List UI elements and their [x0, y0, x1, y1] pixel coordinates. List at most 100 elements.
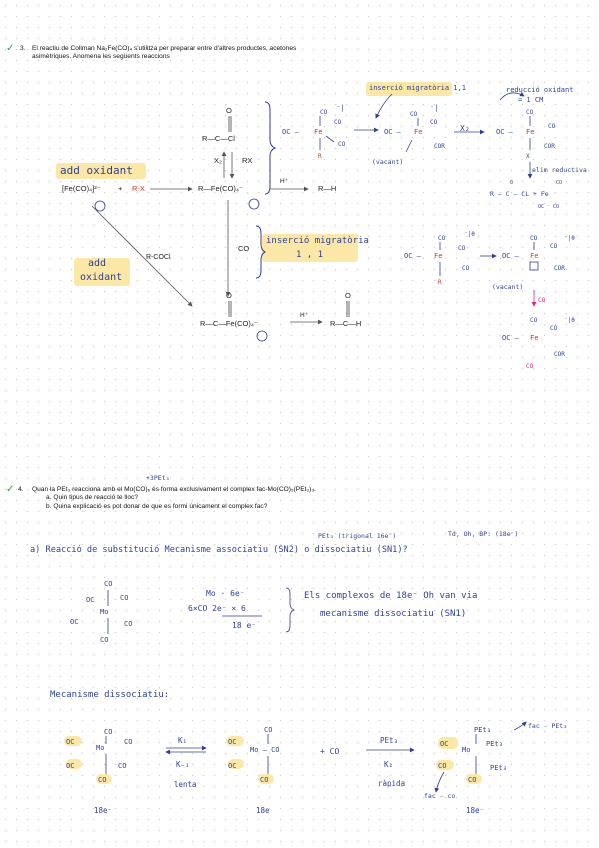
svg-text:CO: CO	[438, 235, 446, 242]
note-lenta: lenta	[174, 780, 197, 789]
svg-text:CO: CO	[548, 123, 556, 130]
scheme-oxygen-top: O	[226, 106, 232, 115]
svg-text:CO: CO	[124, 738, 132, 746]
q3-check-mark: ✓	[6, 43, 15, 54]
svg-text:O: O	[510, 180, 513, 186]
svg-text:COR: COR	[554, 351, 565, 358]
svg-text:X: X	[526, 153, 530, 160]
svg-text:OC —: OC —	[502, 334, 520, 342]
svg-text:Fe: Fe	[530, 334, 538, 342]
scheme-rcocl: R-COCl	[146, 254, 171, 261]
note-electron-l2: 6×CO 2e⁻ × 6	[188, 604, 246, 613]
note-conclusion-l1: Els complexos de 18e⁻ Oh van via	[304, 591, 478, 601]
svg-text:CO: CO	[334, 119, 342, 126]
note-pet3-arrow: PEt₃	[380, 736, 399, 745]
q4-text-line1: Quan la PEt₃ reacciona amb el Mo(CO)₆ és…	[32, 486, 316, 493]
highlight-oc-5	[438, 737, 458, 749]
svg-text:CO: CO	[120, 594, 128, 602]
note-pet3-trigonal: PEt₃ (trigonal 16e⁻)	[318, 532, 397, 540]
note-add-oxidant: add oxidant	[60, 164, 133, 177]
note-eq-1cm: = 1 CM	[518, 96, 544, 104]
svg-text:CO: CO	[104, 580, 112, 588]
scheme-rx-label: RX	[242, 156, 253, 165]
svg-text:PEt₃: PEt₃	[490, 764, 507, 772]
note-reduccio-oxidant: reducció oxidant	[506, 86, 574, 94]
svg-text:Fe: Fe	[414, 128, 422, 136]
arrow-reagent-diagonal	[91, 205, 193, 307]
q3-text-line2: asimètriques. Anomena les següents reacc…	[32, 53, 170, 60]
svg-text:⁻|: ⁻|	[336, 104, 344, 112]
svg-text:PEt₃: PEt₃	[486, 740, 503, 748]
svg-text:CO: CO	[526, 363, 534, 370]
note-k2: K₂	[384, 760, 394, 769]
scheme-co-label: CO	[238, 244, 250, 253]
note-plus-co: + CO	[320, 747, 340, 756]
scheme-x2-label: X₂	[214, 156, 222, 165]
svg-text:COR: COR	[544, 143, 555, 150]
note-conclusion-l2: mecanisme dissociatiu (SN1)	[320, 609, 467, 619]
svg-text:CO: CO	[104, 728, 112, 736]
scheme-alkyl-fe: R—Fe(CO)₄⁻	[198, 184, 243, 193]
svg-text:Mo: Mo	[462, 746, 470, 754]
svg-text:⁻|θ: ⁻|θ	[564, 235, 575, 242]
svg-text:CO: CO	[526, 109, 534, 116]
note-vacant2: (vacant)	[492, 283, 524, 291]
svg-text:CO: CO	[264, 726, 272, 734]
svg-text:⁻|θ: ⁻|θ	[564, 317, 575, 324]
svg-text:CO: CO	[530, 235, 538, 242]
scheme-hplus2: H⁺	[300, 312, 309, 319]
q4-number: 4.	[18, 486, 24, 493]
highlight-insercio-top	[366, 82, 452, 96]
svg-text:CO: CO	[550, 243, 558, 250]
note-x2: X₂	[460, 124, 470, 133]
svg-text:OC: OC	[86, 596, 94, 604]
scheme-aldehyde: R—C—H	[330, 319, 362, 328]
note-answer-a: a) Reacció de substitució Mecanisme asso…	[30, 545, 408, 555]
svg-text:OC: OC	[66, 738, 74, 746]
svg-text:OC —: OC —	[496, 128, 514, 136]
note-km1: K₋₁	[176, 760, 190, 769]
note-fac-co: fac - co	[424, 792, 456, 800]
q4-sub-a: a. Quin tipus de reacció te lloc?	[46, 494, 138, 501]
note-fac-pet3: fac - PEt₃	[528, 722, 568, 730]
svg-text:COR: COR	[434, 143, 445, 150]
highlight-co-2	[258, 774, 274, 784]
note-k1: K₁	[178, 736, 188, 745]
note-vacant1: (vacant)	[372, 158, 404, 166]
svg-text:Mo: Mo	[96, 744, 104, 752]
svg-text:CO: CO	[550, 325, 558, 332]
note-add-oxidant2-l2: oxidant	[80, 272, 123, 283]
svg-text:OC: OC	[228, 762, 236, 770]
svg-text:⁻|θ: ⁻|θ	[464, 231, 475, 238]
svg-text:R — C — CL + Fe: R — C — CL + Fe	[490, 190, 549, 198]
svg-text:Fe: Fe	[526, 128, 534, 136]
highlight-oc-4	[228, 759, 244, 769]
scheme-plus: +	[118, 184, 123, 193]
svg-text:R: R	[438, 279, 442, 286]
highlight-oc-1	[64, 736, 82, 746]
note-electron-l3: 18 e⁻	[232, 621, 257, 630]
scheme-rx: R-X	[132, 184, 145, 193]
note-rapida: ràpida	[378, 779, 406, 788]
note-co-pink: CO	[538, 297, 546, 304]
svg-text:COR: COR	[554, 265, 565, 272]
highlight-oc-2	[66, 759, 82, 769]
scheme-rh: R—H	[318, 184, 337, 193]
note-18e-a: 18e⁻	[94, 806, 113, 815]
scheme-oxygen-ald: O	[345, 291, 351, 300]
q4-sub-b: b. Quina explicació es pot donar de que …	[46, 503, 268, 510]
svg-text:CO: CO	[124, 620, 132, 628]
svg-text:OC —: OC —	[404, 252, 422, 260]
note-td-oh: Td, Oh, BP: (18e⁻)	[448, 530, 519, 538]
highlight-insercio-mid	[262, 234, 358, 262]
highlight-add-oxidant2	[74, 258, 130, 286]
note-18e-c: 18e⁻	[466, 806, 485, 815]
svg-text:R: R	[318, 153, 322, 160]
q3-number: 3.	[20, 45, 26, 52]
svg-text:CO: CO	[118, 762, 126, 770]
svg-text:Mo: Mo	[100, 608, 108, 616]
svg-text:CO: CO	[100, 636, 108, 644]
svg-text:PEt₃: PEt₃	[474, 726, 491, 734]
svg-text:CO: CO	[430, 119, 438, 126]
